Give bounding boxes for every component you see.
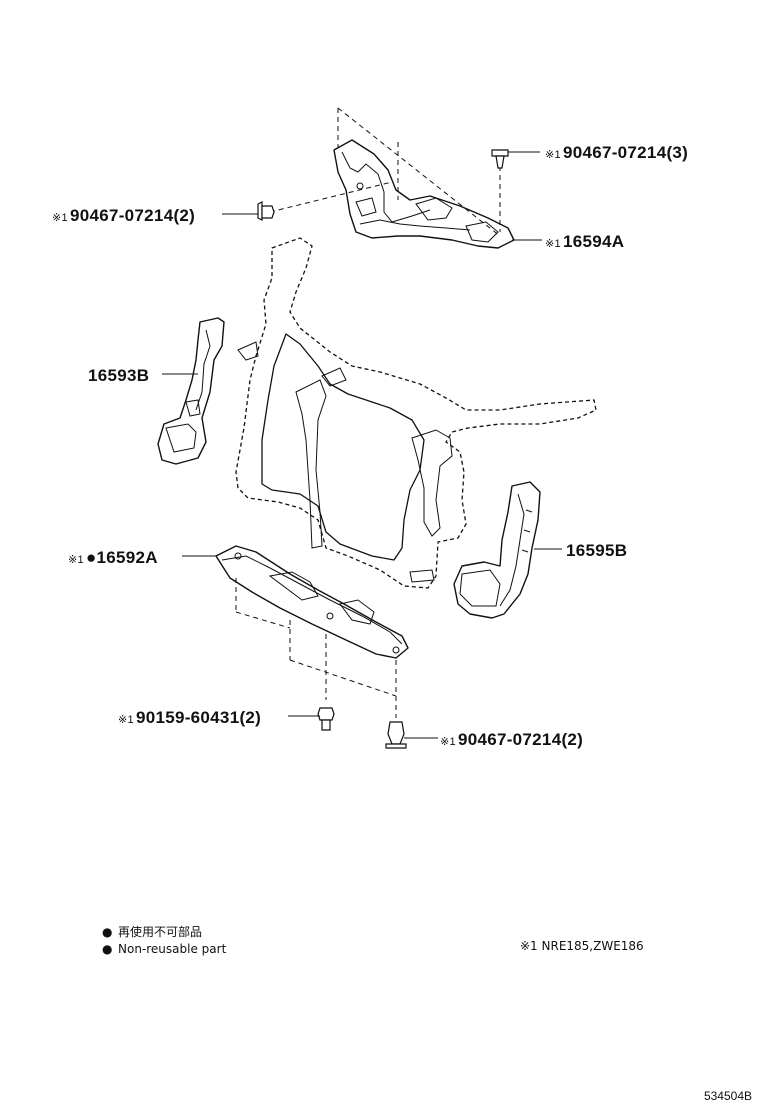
clip-icon-top-right [491,149,509,169]
label-seal-lower: ※1●16592A [68,548,158,567]
non-reusable-marker: ● [86,548,97,567]
seal-16592a [215,545,409,659]
legend-text-jp: 再使用不可部品 [118,924,202,939]
bolt-icon-bottom [317,707,335,731]
guide-lines-lower [235,578,397,718]
clip-icon-bottom [385,721,407,749]
label-seal-right: 16595B [566,541,627,560]
figure-number: 534504B [704,1089,752,1103]
seal-16595b [453,481,541,619]
guide-lines-upper [269,107,501,237]
seal-16593b [157,317,225,465]
legend-marker-jp: ● [102,925,112,939]
legend: ● 再使用不可部品 ● Non-reusable part [102,924,227,956]
seal-16594a [333,139,515,249]
radiator-support-frame [235,237,597,589]
clip-icon-top-left [257,201,275,221]
leader-lines [162,151,562,739]
label-seal-left: 16593B [88,366,149,385]
legend-marker-en: ● [102,942,112,956]
applicability-note: ※1 NRE185,ZWE186 [520,939,644,953]
legend-text-en: Non-reusable part [118,942,227,956]
